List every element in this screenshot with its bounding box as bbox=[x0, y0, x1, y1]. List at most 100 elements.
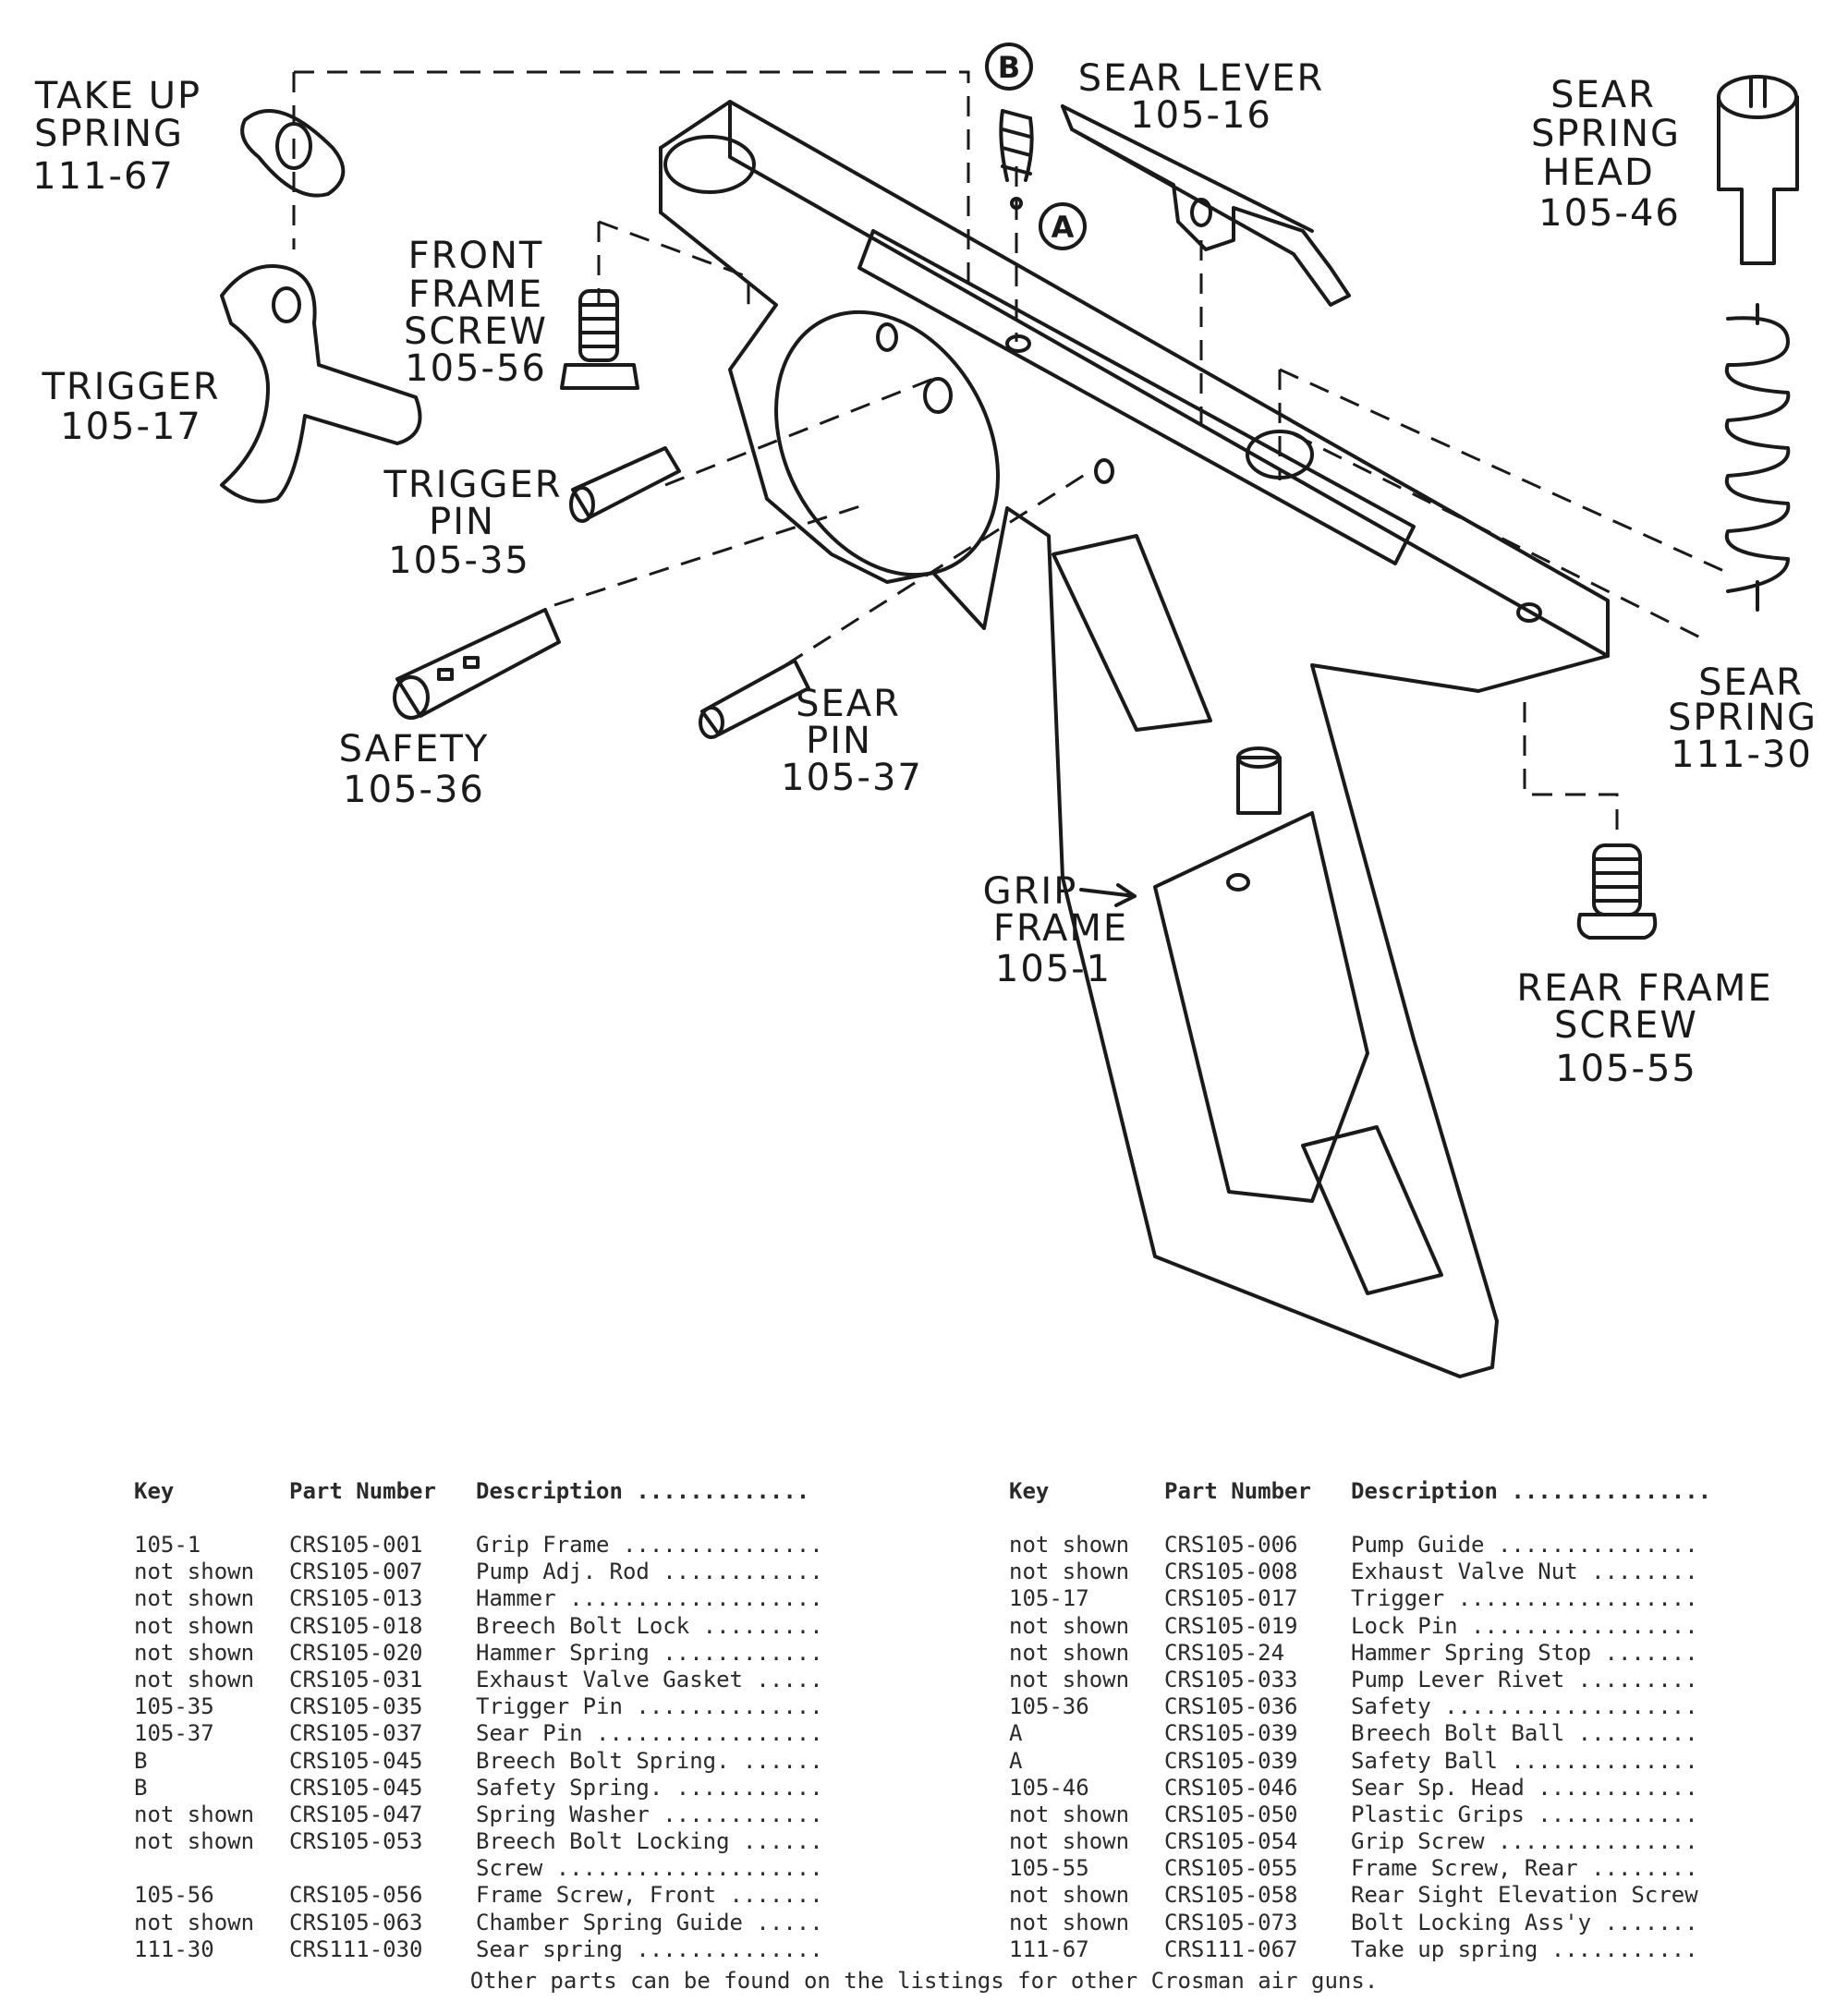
cell-key: not shown bbox=[1009, 1639, 1130, 1666]
cell-description: Breech Bolt Spring. ...... bbox=[476, 1747, 823, 1774]
cell-key: not shown bbox=[1009, 1666, 1130, 1692]
cell-part-number: CRS105-053 bbox=[289, 1828, 423, 1855]
cell-description: Sear spring .............. bbox=[476, 1935, 823, 1962]
cell-key: not shown bbox=[1009, 1559, 1130, 1585]
svg-text:PIN: PIN bbox=[806, 720, 872, 762]
svg-text:105-36: 105-36 bbox=[343, 769, 485, 811]
cell-description: Plastic Grips ............ bbox=[1351, 1801, 1698, 1827]
cell-part-number: CRS105-001 bbox=[289, 1532, 423, 1558]
cell-description: Breech Bolt Locking ...... bbox=[476, 1828, 823, 1855]
sear-spring-part bbox=[1724, 303, 1791, 612]
svg-text:SPRING: SPRING bbox=[34, 113, 184, 155]
cell-part-number: CRS105-24 bbox=[1164, 1639, 1285, 1666]
callout-a: A bbox=[1052, 210, 1075, 245]
svg-text:TRIGGER: TRIGGER bbox=[383, 464, 562, 506]
label-take-up-spring: TAKE UP SPRING 111-67 bbox=[32, 75, 200, 198]
cell-key: A bbox=[1009, 1720, 1023, 1747]
rear-frame-screw-part bbox=[1576, 843, 1658, 940]
parts-list: Key Part Number Description ............… bbox=[0, 1460, 1848, 2014]
cell-key: A bbox=[1009, 1747, 1023, 1774]
cell-part-number: CRS105-020 bbox=[289, 1639, 423, 1666]
cell-description: Pump Guide ............... bbox=[1351, 1532, 1698, 1558]
cell-key: 105-37 bbox=[134, 1720, 214, 1747]
cell-part-number: CRS105-033 bbox=[1164, 1666, 1298, 1692]
label-grip-frame: GRIP FRAME 105-1 bbox=[983, 870, 1128, 990]
grip-frame-arrow bbox=[1079, 883, 1137, 907]
svg-text:105-37: 105-37 bbox=[781, 757, 923, 799]
header-description: Description ............... bbox=[1351, 1478, 1712, 1504]
cell-key: not shown bbox=[1009, 1828, 1130, 1855]
cell-part-number: CRS105-063 bbox=[289, 1909, 423, 1935]
header-key: Key bbox=[134, 1478, 175, 1504]
cell-key: 105-1 bbox=[134, 1532, 201, 1558]
assembly-guide-lines bbox=[292, 70, 1729, 831]
grip-frame-part bbox=[659, 100, 1610, 1378]
cell-description: Exhaust Valve Gasket ..... bbox=[476, 1666, 823, 1692]
cell-description: Hammer Spring Stop ....... bbox=[1351, 1639, 1698, 1666]
cell-key: not shown bbox=[1009, 1532, 1130, 1558]
label-sear-lever: SEAR LEVER 105-16 bbox=[1078, 57, 1323, 137]
cell-key: 105-56 bbox=[134, 1882, 214, 1909]
trigger-pin-part bbox=[569, 446, 681, 523]
svg-text:SPRING: SPRING bbox=[1668, 697, 1818, 739]
cell-part-number: CRS105-035 bbox=[289, 1693, 423, 1720]
label-trigger-pin: TRIGGER PIN 105-35 bbox=[383, 464, 562, 582]
cell-key: B bbox=[134, 1747, 148, 1774]
cell-part-number: CRS105-045 bbox=[289, 1774, 423, 1801]
cell-description: Breech Bolt Lock ......... bbox=[476, 1612, 823, 1639]
cell-description: Safety Ball .............. bbox=[1351, 1747, 1698, 1774]
cell-description: Safety Spring. ........... bbox=[476, 1774, 823, 1801]
cell-description: Take up spring ........... bbox=[1351, 1935, 1698, 1962]
cell-key: not shown bbox=[1009, 1801, 1130, 1827]
cell-part-number: CRS105-017 bbox=[1164, 1585, 1298, 1612]
label-front-frame-screw: FRONT FRAME SCREW 105-56 bbox=[404, 235, 548, 390]
label-sear-pin: SEAR PIN 105-37 bbox=[781, 683, 923, 799]
cell-part-number: CRS105-031 bbox=[289, 1666, 423, 1692]
cell-part-number: CRS105-054 bbox=[1164, 1828, 1298, 1855]
cell-part-number: CRS111-030 bbox=[289, 1935, 423, 1962]
cell-key: not shown bbox=[1009, 1882, 1130, 1909]
svg-text:SAFETY: SAFETY bbox=[339, 728, 490, 770]
callout-b-circle bbox=[985, 42, 1033, 91]
cell-description: Hammer ................... bbox=[476, 1585, 823, 1612]
cell-description: Rear Sight Elevation Screw bbox=[1351, 1882, 1698, 1909]
cell-description: Trigger Pin .............. bbox=[476, 1693, 823, 1720]
label-rear-frame-screw: REAR FRAME SCREW 105-55 bbox=[1516, 967, 1770, 1090]
cell-part-number: CRS105-008 bbox=[1164, 1559, 1298, 1585]
sear-pin-part bbox=[699, 659, 810, 739]
cell-part-number: CRS105-039 bbox=[1164, 1747, 1298, 1774]
cell-part-number: CRS105-046 bbox=[1164, 1774, 1298, 1801]
cell-key: not shown bbox=[134, 1612, 255, 1639]
cell-description: Sear Sp. Head ............ bbox=[1351, 1774, 1698, 1801]
callout-b: B bbox=[998, 50, 1020, 85]
cell-description: Spring Washer ............ bbox=[476, 1801, 823, 1827]
cell-key: not shown bbox=[1009, 1612, 1130, 1639]
header-part-number: Part Number bbox=[1164, 1478, 1311, 1504]
cell-key: 105-36 bbox=[1009, 1693, 1089, 1720]
svg-text:105-46: 105-46 bbox=[1538, 192, 1681, 235]
svg-text:FRAME: FRAME bbox=[993, 907, 1128, 950]
cell-key: not shown bbox=[134, 1801, 255, 1827]
svg-text:GRIP: GRIP bbox=[983, 870, 1078, 913]
label-sear-spring-head: SEAR SPRING HEAD 105-46 bbox=[1531, 74, 1681, 235]
header-key: Key bbox=[1009, 1478, 1050, 1504]
cell-key: B bbox=[134, 1774, 148, 1801]
svg-text:SCREW: SCREW bbox=[404, 310, 548, 353]
svg-text:SEAR: SEAR bbox=[1550, 74, 1656, 116]
cell-part-number: CRS105-058 bbox=[1164, 1882, 1298, 1909]
cell-part-number: CRS105-045 bbox=[289, 1747, 423, 1774]
cell-description: Frame Screw, Front ....... bbox=[476, 1882, 823, 1909]
cell-key: not shown bbox=[134, 1666, 255, 1692]
cell-part-number: CRS105-050 bbox=[1164, 1801, 1298, 1827]
cell-description: Lock Pin ................. bbox=[1351, 1612, 1698, 1639]
svg-text:SCREW: SCREW bbox=[1554, 1004, 1698, 1047]
header-description: Description ............. bbox=[476, 1478, 810, 1504]
svg-text:SEAR: SEAR bbox=[1698, 661, 1804, 704]
svg-text:TRIGGER: TRIGGER bbox=[41, 366, 220, 408]
cell-key: 105-55 bbox=[1009, 1855, 1089, 1882]
cell-key: not shown bbox=[134, 1828, 255, 1855]
cell-key: 105-46 bbox=[1009, 1774, 1089, 1801]
take-up-spring-part bbox=[240, 109, 346, 198]
cell-part-number: CRS105-007 bbox=[289, 1559, 423, 1585]
cell-part-number: CRS105-036 bbox=[1164, 1693, 1298, 1720]
